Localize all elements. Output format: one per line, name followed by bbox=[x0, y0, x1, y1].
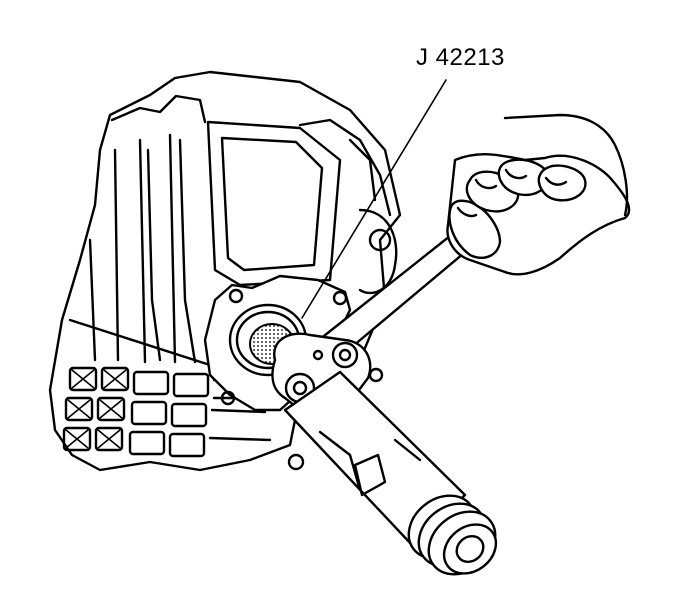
housing-grid bbox=[62, 366, 272, 458]
tool-callout-label: J 42213 bbox=[416, 44, 505, 71]
callout-leader-line bbox=[301, 79, 447, 319]
tool-j42213 bbox=[271, 230, 498, 576]
hand bbox=[446, 113, 631, 276]
